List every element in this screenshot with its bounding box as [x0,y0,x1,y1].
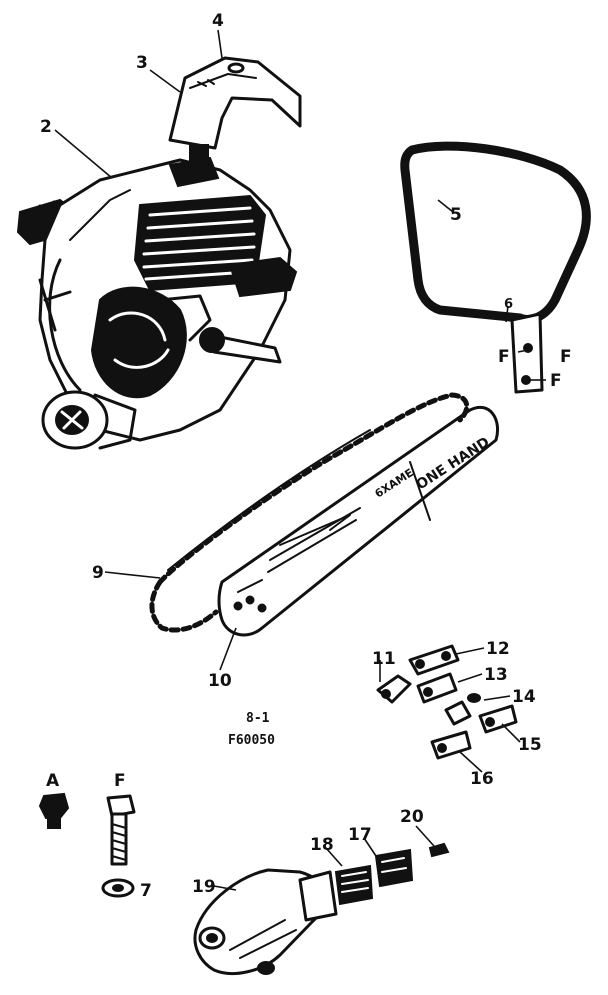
leader-lines [54,29,546,891]
parts-17-20-bumper-spike [193,842,450,975]
callout-f-handle-bottom: F [550,371,562,391]
part-10-guide-bar: 6XAME ONE HAND [217,405,499,637]
callout-f-bolt: F [114,771,126,791]
callout-7: 7 [140,881,152,901]
callout-9: 9 [92,563,104,583]
hardware-washer-7 [101,878,135,898]
callout-6-handle: 6 [504,297,513,312]
figure-caption-line2: F60050 [228,733,275,748]
callout-14: 14 [512,687,536,707]
callout-19: 19 [192,877,216,897]
callout-20: 20 [400,807,424,827]
callout-2: 2 [40,117,52,137]
callout-13: 13 [484,665,508,685]
callout-10: 10 [208,671,232,691]
callout-a-nut: A [46,771,60,791]
callout-12: 12 [486,639,510,659]
part-3-shroud [168,56,302,150]
part-9-saw-chain [149,392,470,633]
callout-5: 5 [450,205,462,225]
callout-f-handle-right: F [560,347,572,367]
callout-16: 16 [470,769,494,789]
figure-caption-line1: 8-1 [246,711,270,726]
callout-4-shroud: 4 [212,11,224,31]
callout-15: 15 [518,735,542,755]
hardware-bolt-f [106,794,136,866]
callout-18: 18 [310,835,334,855]
callout-11: 11 [372,649,396,669]
callout-17: 17 [348,825,372,845]
part-5-handle-bar [400,141,591,394]
part-2-engine [16,144,298,450]
callout-f-handle-left: F [498,347,510,367]
parts-11-16-chain-links [376,644,518,760]
callout-3: 3 [136,53,148,73]
hardware-nut-a [38,792,70,829]
